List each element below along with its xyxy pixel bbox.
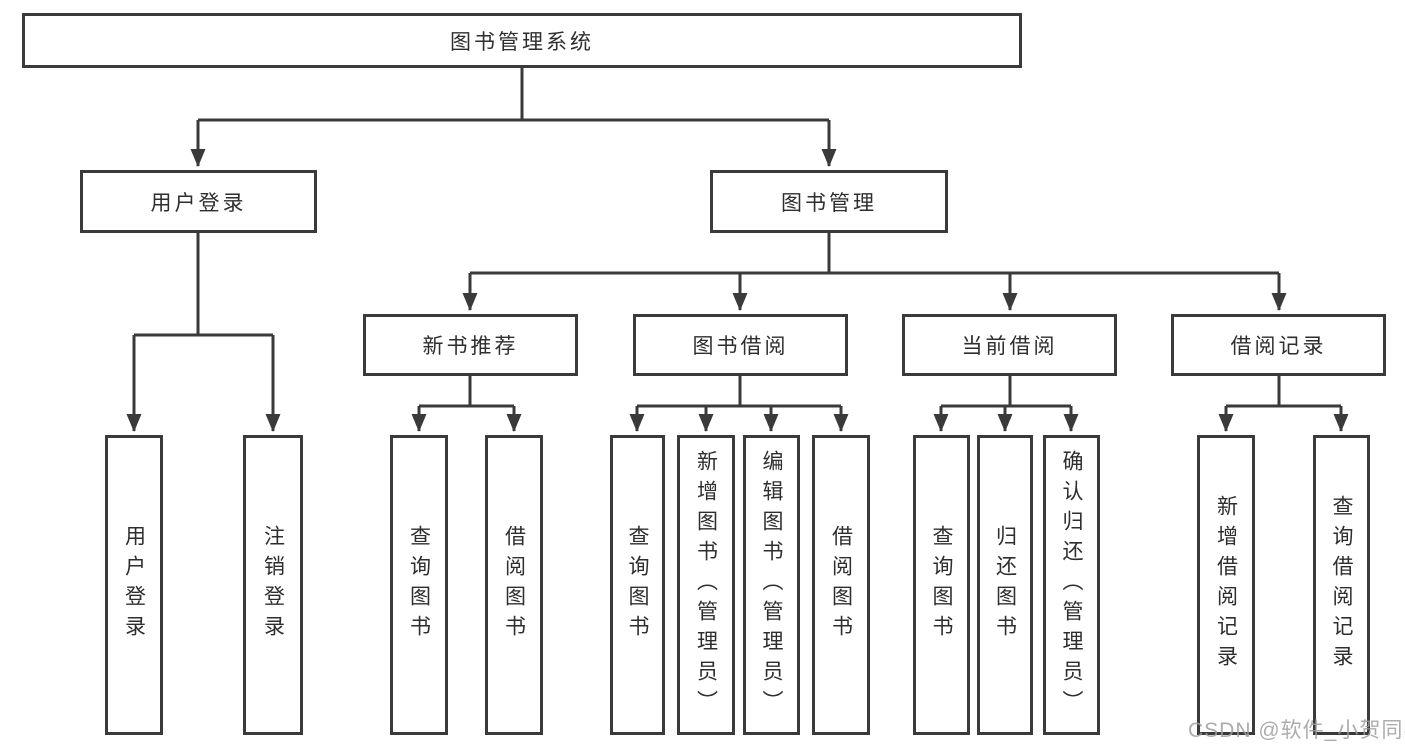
node-confirm-return-admin: 确认归还（管理员） [1043, 435, 1100, 735]
node-return-books: 归还图书 [977, 435, 1033, 735]
node-borrow-books-leaf: 借阅图书 [812, 435, 870, 735]
node-add-borrow-record: 新增借阅记录 [1197, 435, 1255, 735]
node-add-books-admin-label: 新增图书（管理员） [694, 450, 718, 720]
node-user-login-leaf: 用户登录 [105, 435, 163, 735]
node-query-books-recommend-label: 查询图书 [407, 525, 431, 645]
node-new-book-recommend: 新书推荐 [363, 314, 578, 376]
node-query-books-borrowing-label: 查询图书 [626, 525, 649, 645]
node-query-books-borrowing: 查询图书 [610, 435, 665, 735]
csdn-watermark-text: CSDN @软件_小贺同学 [1188, 719, 1405, 742]
node-user-login-group: 用户登录 [80, 170, 317, 233]
node-edit-books-admin: 编辑图书（管理员） [743, 435, 800, 735]
node-user-login-group-label: 用户登录 [150, 191, 247, 215]
node-user-login-leaf-label: 用户登录 [122, 525, 146, 645]
node-book-management-label: 图书管理 [781, 191, 877, 215]
node-query-books-current-label: 查询图书 [930, 525, 953, 645]
node-add-borrow-record-label: 新增借阅记录 [1214, 495, 1238, 675]
node-borrow-books-recommend: 借阅图书 [485, 435, 543, 735]
node-current-borrowing: 当前借阅 [902, 314, 1117, 376]
node-borrow-books-recommend-label: 借阅图书 [502, 525, 526, 645]
node-borrowing-records-label: 借阅记录 [1230, 335, 1327, 358]
csdn-watermark: CSDN @软件_小贺同学 [1188, 714, 1405, 744]
node-logout-leaf: 注销登录 [243, 435, 303, 735]
node-add-books-admin: 新增图书（管理员） [677, 435, 735, 735]
node-book-management: 图书管理 [710, 170, 948, 233]
node-logout-leaf-label: 注销登录 [261, 525, 285, 645]
node-root-system-label: 图书管理系统 [450, 30, 594, 54]
node-borrowing-records: 借阅记录 [1171, 314, 1386, 376]
node-query-borrow-record-label: 查询借阅记录 [1330, 495, 1353, 675]
node-root-system: 图书管理系统 [22, 13, 1022, 68]
node-current-borrowing-label: 当前借阅 [961, 335, 1058, 358]
node-new-book-recommend-label: 新书推荐 [422, 335, 519, 358]
node-query-books-current: 查询图书 [913, 435, 970, 735]
node-return-books-label: 归还图书 [993, 525, 1017, 645]
node-confirm-return-admin-label: 确认归还（管理员） [1060, 450, 1083, 720]
node-edit-books-admin-label: 编辑图书（管理员） [760, 450, 783, 720]
node-book-borrowing: 图书借阅 [633, 314, 848, 376]
node-book-borrowing-label: 图书借阅 [692, 335, 789, 358]
node-query-books-recommend: 查询图书 [390, 435, 448, 735]
node-query-borrow-record: 查询借阅记录 [1313, 435, 1370, 735]
node-borrow-books-leaf-label: 借阅图书 [829, 525, 853, 645]
